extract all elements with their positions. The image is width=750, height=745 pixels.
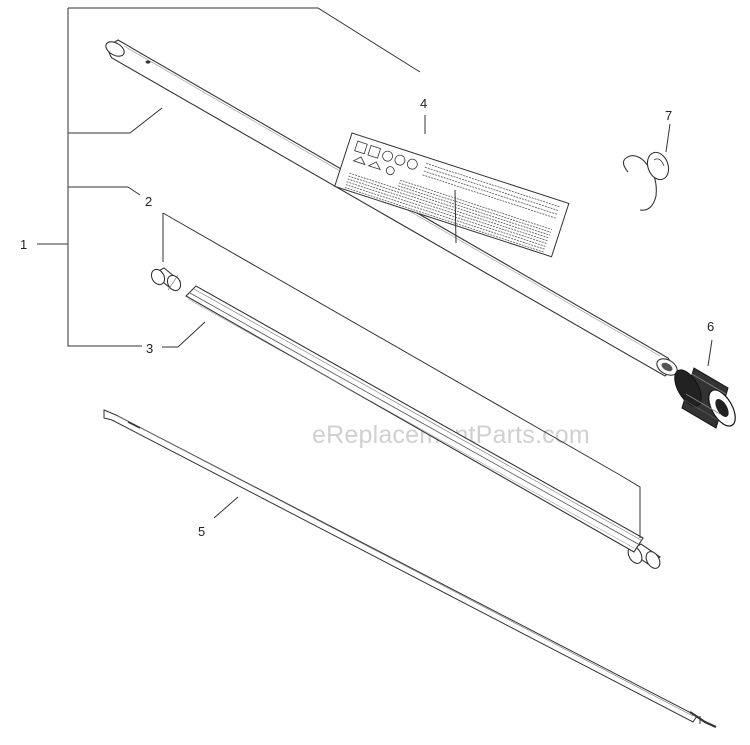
callout-6: 6 [707, 319, 714, 334]
hanger[interactable] [622, 149, 672, 211]
grip[interactable] [669, 366, 740, 431]
decal-text-line [422, 174, 556, 219]
callout-3: 3 [146, 341, 153, 356]
decal[interactable] [334, 132, 570, 258]
main-pipe[interactable] [103, 39, 680, 379]
callout-2: 2 [145, 194, 152, 209]
callout-5: 5 [198, 524, 205, 539]
bushing-lower[interactable] [625, 543, 662, 571]
decal-text-line [398, 182, 552, 233]
leader-lines [37, 7, 713, 538]
decal-text-line [399, 179, 553, 230]
decal-text-line [423, 170, 558, 215]
decal-text-line [346, 181, 547, 248]
callout-4: 4 [420, 96, 427, 111]
bushing-upper[interactable] [149, 267, 183, 293]
callout-7: 7 [665, 108, 672, 123]
decal-text-line [426, 163, 560, 208]
liner[interactable] [185, 285, 644, 553]
decal-text-line [424, 166, 559, 211]
decal-text-line [348, 175, 549, 242]
callout-1: 1 [20, 237, 27, 252]
drive-shaft[interactable] [103, 409, 717, 729]
